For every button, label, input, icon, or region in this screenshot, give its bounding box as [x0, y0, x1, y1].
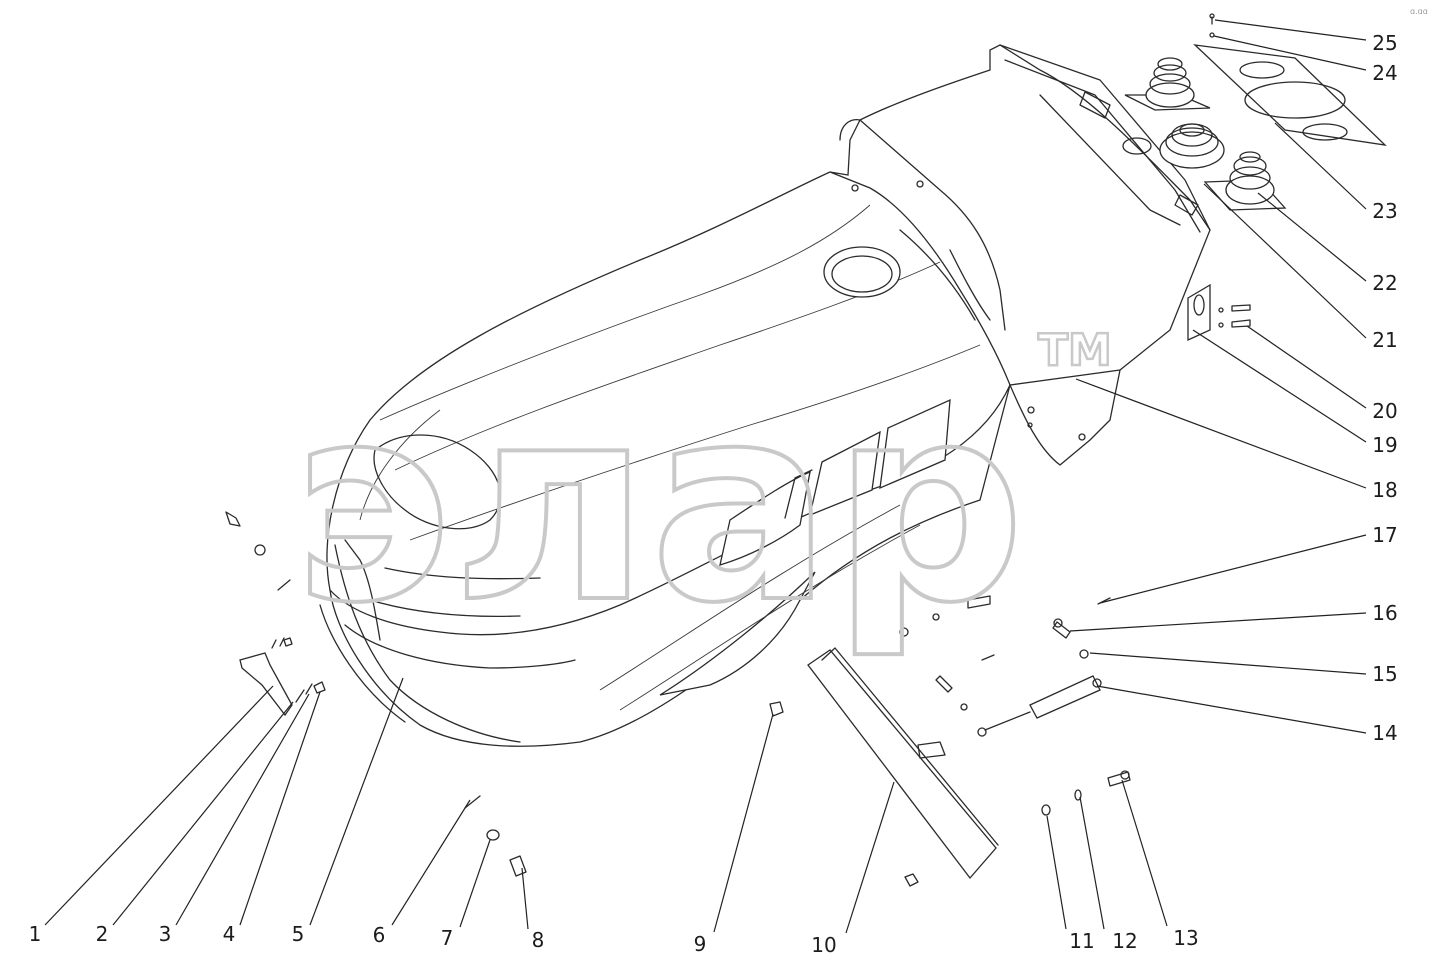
washer-15: [1079, 649, 1089, 659]
callout-number-18: 18: [1372, 478, 1397, 502]
callout-number-16: 16: [1372, 601, 1397, 625]
leader-line-24: [1213, 35, 1367, 71]
leader-line-22: [1257, 192, 1367, 282]
callout-number-2: 2: [96, 922, 109, 946]
corner-mark: ɑ.ɑɑ: [1410, 7, 1428, 16]
callout-number-15: 15: [1372, 662, 1397, 686]
callout-number-20: 20: [1372, 399, 1397, 423]
watermark-logo: элар TM: [290, 324, 1113, 664]
leader-line-4: [239, 691, 321, 926]
screws-20: [1218, 304, 1251, 328]
callout-number-9: 9: [694, 932, 707, 956]
screw-25: [1209, 13, 1215, 25]
callout-number-25: 25: [1372, 31, 1397, 55]
callout-number-19: 19: [1372, 433, 1397, 457]
leader-line-13: [1121, 779, 1168, 927]
leader-line-19: [1192, 329, 1367, 443]
leader-line-6: [391, 799, 471, 926]
nut-9: [769, 701, 784, 717]
leader-line-21: [1203, 183, 1367, 339]
leader-line-23: [1274, 122, 1367, 210]
bushing-8: [509, 855, 527, 877]
washer-24: [1209, 32, 1215, 38]
leader-line-17: [1099, 534, 1367, 604]
bolt-16: [1052, 618, 1071, 639]
leader-line-20: [1246, 325, 1367, 409]
washer-12: [1074, 789, 1082, 801]
callout-number-3: 3: [159, 922, 172, 946]
callout-number-13: 13: [1173, 926, 1198, 950]
callout-number-12: 12: [1112, 929, 1137, 953]
leader-line-18: [1075, 378, 1367, 489]
callout-number-21: 21: [1372, 328, 1397, 352]
hood-body: [319, 44, 1211, 747]
callout-number-11: 11: [1069, 929, 1094, 953]
callout-number-5: 5: [292, 922, 305, 946]
pin-6: [464, 795, 481, 809]
svg-text:элар: элар: [292, 347, 1025, 662]
svg-text:TM: TM: [1038, 325, 1112, 376]
leader-line-9: [713, 713, 774, 933]
washer-7: [486, 829, 500, 841]
leader-line-12: [1079, 796, 1105, 930]
callout-number-14: 14: [1372, 721, 1397, 745]
rubber-boot-upper: [1124, 57, 1211, 111]
callout-number-4: 4: [223, 922, 236, 946]
bolt-13: [1107, 770, 1131, 787]
leader-line-10: [845, 781, 895, 934]
leader-line-8: [521, 867, 529, 930]
guide-rail-10: [807, 647, 999, 880]
leader-line-7: [459, 839, 491, 928]
leader-line-25: [1214, 19, 1367, 41]
nut-bottom: [904, 873, 919, 887]
leader-line-14: [1096, 685, 1367, 734]
cover-plate-23: [1193, 44, 1387, 146]
latch-lever-1: [239, 652, 293, 717]
leader-line-5: [309, 677, 404, 926]
callout-number-24: 24: [1372, 61, 1397, 85]
washer-11: [1041, 804, 1051, 816]
leader-line-11: [1046, 815, 1067, 930]
callout-number-10: 10: [811, 933, 836, 957]
rear-frame: [839, 44, 1211, 331]
fasteners-left: [225, 511, 326, 703]
leader-line-16: [1069, 612, 1367, 632]
gas-strut-14: [977, 675, 1102, 737]
callout-number-8: 8: [532, 928, 545, 952]
leader-line-2: [112, 701, 294, 926]
leader-line-15: [1089, 652, 1367, 675]
leader-line-1: [44, 685, 274, 926]
rubber-boot-21: [1159, 123, 1225, 169]
callout-number-23: 23: [1372, 199, 1397, 223]
leader-line-3: [175, 693, 310, 926]
fasteners-mid: [899, 595, 995, 711]
callout-number-7: 7: [441, 926, 454, 950]
callout-number-1: 1: [29, 922, 42, 946]
callout-number-22: 22: [1372, 271, 1397, 295]
callout-number-6: 6: [373, 923, 386, 947]
bracket-19: [1187, 283, 1211, 342]
callout-number-17: 17: [1372, 523, 1397, 547]
